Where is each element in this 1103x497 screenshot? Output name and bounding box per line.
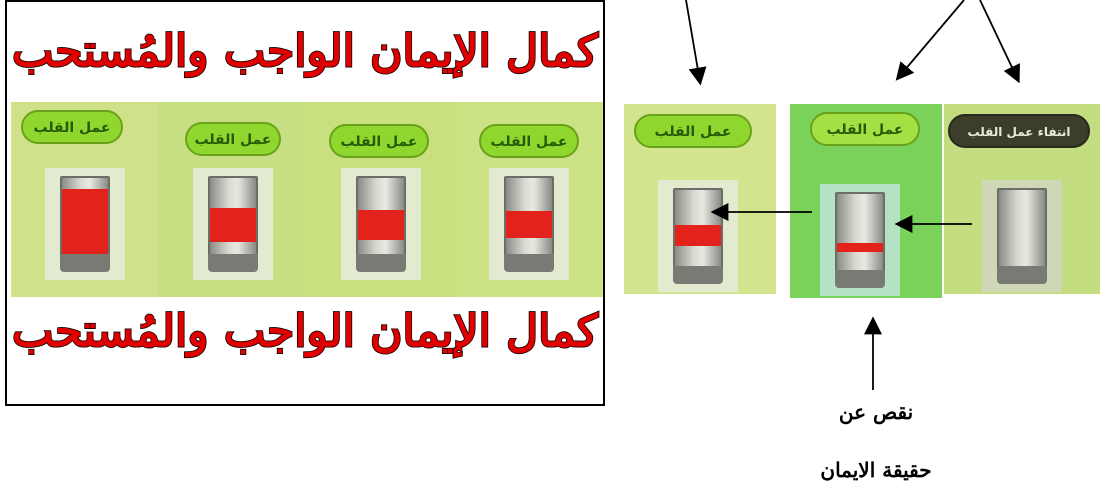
arrow-down-left: [685, 0, 707, 86]
cup-box: [820, 184, 900, 296]
pill-label: عمل القلب: [634, 114, 752, 148]
pill-label: انتفاء عمل القلب: [948, 114, 1090, 148]
cup-panel: عمل القلب: [11, 102, 159, 297]
cup-base: [504, 254, 554, 272]
pill-label: عمل القلب: [329, 124, 429, 158]
cup-base: [835, 270, 885, 288]
cup-base: [60, 254, 110, 272]
caption-line1: نقص عن: [838, 400, 914, 424]
cup-box: [982, 180, 1062, 292]
cup-box: [489, 168, 569, 280]
cup-base: [673, 266, 723, 284]
cup-glass: [673, 188, 723, 268]
cup-box: [658, 180, 738, 292]
left-frame: كمال الإيمان الواجب والمُستحب عمل القلب …: [5, 0, 605, 406]
cup-box: [193, 168, 273, 280]
cup-panel: عمل القلب: [159, 102, 307, 297]
cup-base: [997, 266, 1047, 284]
cup-glass: [835, 192, 885, 272]
title-top: كمال الإيمان الواجب والمُستحب: [11, 25, 598, 78]
cup-box: [45, 168, 125, 280]
title-bottom: كمال الإيمان الواجب والمُستحب: [11, 305, 598, 358]
right-panel-2: عمل القلب: [790, 104, 942, 298]
pill-label: عمل القلب: [185, 122, 281, 156]
cup-fill: [675, 224, 721, 246]
cup-glass: [504, 176, 554, 256]
pill-label: عمل القلب: [810, 112, 920, 146]
arrow-down-right: [979, 0, 1020, 84]
cup-fill: [358, 209, 404, 240]
cup-base: [208, 254, 258, 272]
right-panel-3: انتفاء عمل القلب: [944, 104, 1100, 294]
cup-panel: عمل القلب: [307, 102, 455, 297]
right-panel-1: عمل القلب: [624, 104, 776, 294]
cups-strip: عمل القلب عمل القلب عمل القلب: [11, 102, 603, 297]
pill-label: عمل القلب: [479, 124, 579, 158]
cup-glass: [997, 188, 1047, 268]
cup-base: [356, 254, 406, 272]
cup-glass: [208, 176, 258, 256]
cup-box: [341, 168, 421, 280]
arrow-down-middle: [895, 0, 965, 81]
cup-fill: [837, 242, 883, 252]
pill-label: عمل القلب: [21, 110, 123, 144]
caption-line2: حقيقة الايمان: [820, 458, 932, 482]
cup-panel: عمل القلب: [455, 102, 603, 297]
cup-fill: [210, 207, 256, 242]
cup-fill: [62, 189, 108, 254]
cup-fill: [506, 210, 552, 238]
